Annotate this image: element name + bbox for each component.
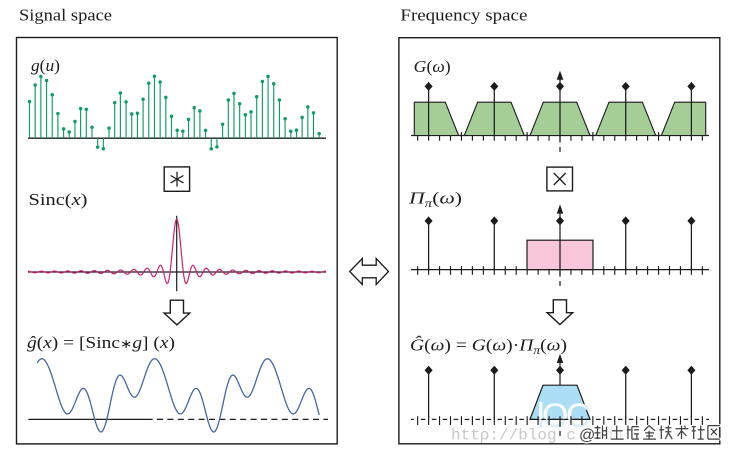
svg-text:@: @ [579, 427, 595, 444]
svg-text:Ππ(ω): Ππ(ω) [408, 189, 462, 211]
svg-text:lOC: lOC [537, 397, 590, 435]
svg-text:httρ://blog c: httρ://blog c [451, 427, 576, 445]
svg-text:@: @ [579, 427, 595, 444]
svg-text:ĝ(x) = [Sinc∗g] (x): ĝ(x) = [Sinc∗g] (x) [27, 333, 175, 352]
svg-text:Frequency space: Frequency space [400, 6, 527, 25]
svg-text:lOC: lOC [537, 397, 590, 435]
svg-text:Sinc(x): Sinc(x) [29, 190, 88, 209]
svg-text:Signal space: Signal space [19, 6, 112, 25]
svg-text:G(ω): G(ω) [414, 57, 451, 76]
svg-text:Ĝ(ω) = G(ω)·Ππ(ω): Ĝ(ω) = G(ω)·Ππ(ω) [410, 336, 567, 358]
svg-text:g(u): g(u) [31, 56, 60, 75]
